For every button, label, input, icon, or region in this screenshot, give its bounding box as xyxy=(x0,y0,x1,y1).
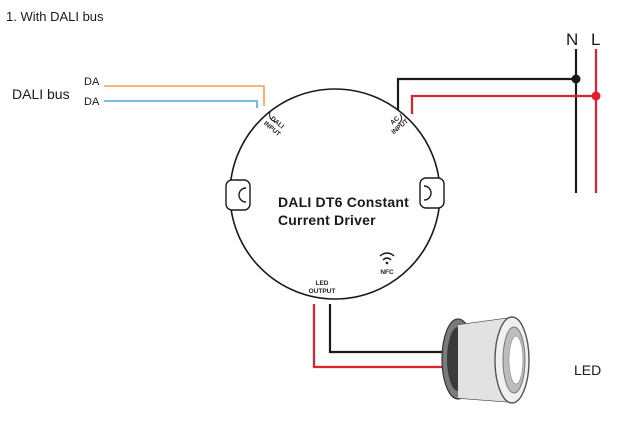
live-wire xyxy=(410,94,598,193)
led-lamp-icon xyxy=(441,316,530,404)
driver-title-line1: DALI DT6 Constant xyxy=(278,194,409,210)
neutral-wire xyxy=(396,77,578,193)
nfc-label: NFC xyxy=(380,269,394,276)
dali-line-1-label: DA xyxy=(84,76,100,88)
neutral-junction xyxy=(571,74,581,84)
dali-wire-2 xyxy=(104,100,258,108)
led-output-line1: LED xyxy=(316,280,329,287)
neutral-label: N xyxy=(566,30,579,49)
led-label: LED xyxy=(574,362,602,378)
led-output-terminal-label: LED OUTPUT xyxy=(309,280,336,295)
live-label: L xyxy=(591,30,601,49)
live-junction xyxy=(591,91,601,101)
led-wire-red xyxy=(312,304,446,369)
diagram-heading: 1. With DALI bus xyxy=(6,9,104,24)
led-output-line2: OUTPUT xyxy=(309,288,336,295)
dali-wire-1 xyxy=(104,85,265,106)
driver-body xyxy=(225,88,445,300)
ac-input-line1: AC xyxy=(389,115,401,127)
nfc-icon xyxy=(379,252,395,265)
dali-bus-label: DALI bus xyxy=(12,86,70,102)
dali-line-2-label: DA xyxy=(84,96,100,108)
driver-title: DALI DT6 Constant Current Driver xyxy=(278,193,409,229)
led-wire-black xyxy=(328,304,446,354)
driver-title-line2: Current Driver xyxy=(278,212,376,228)
